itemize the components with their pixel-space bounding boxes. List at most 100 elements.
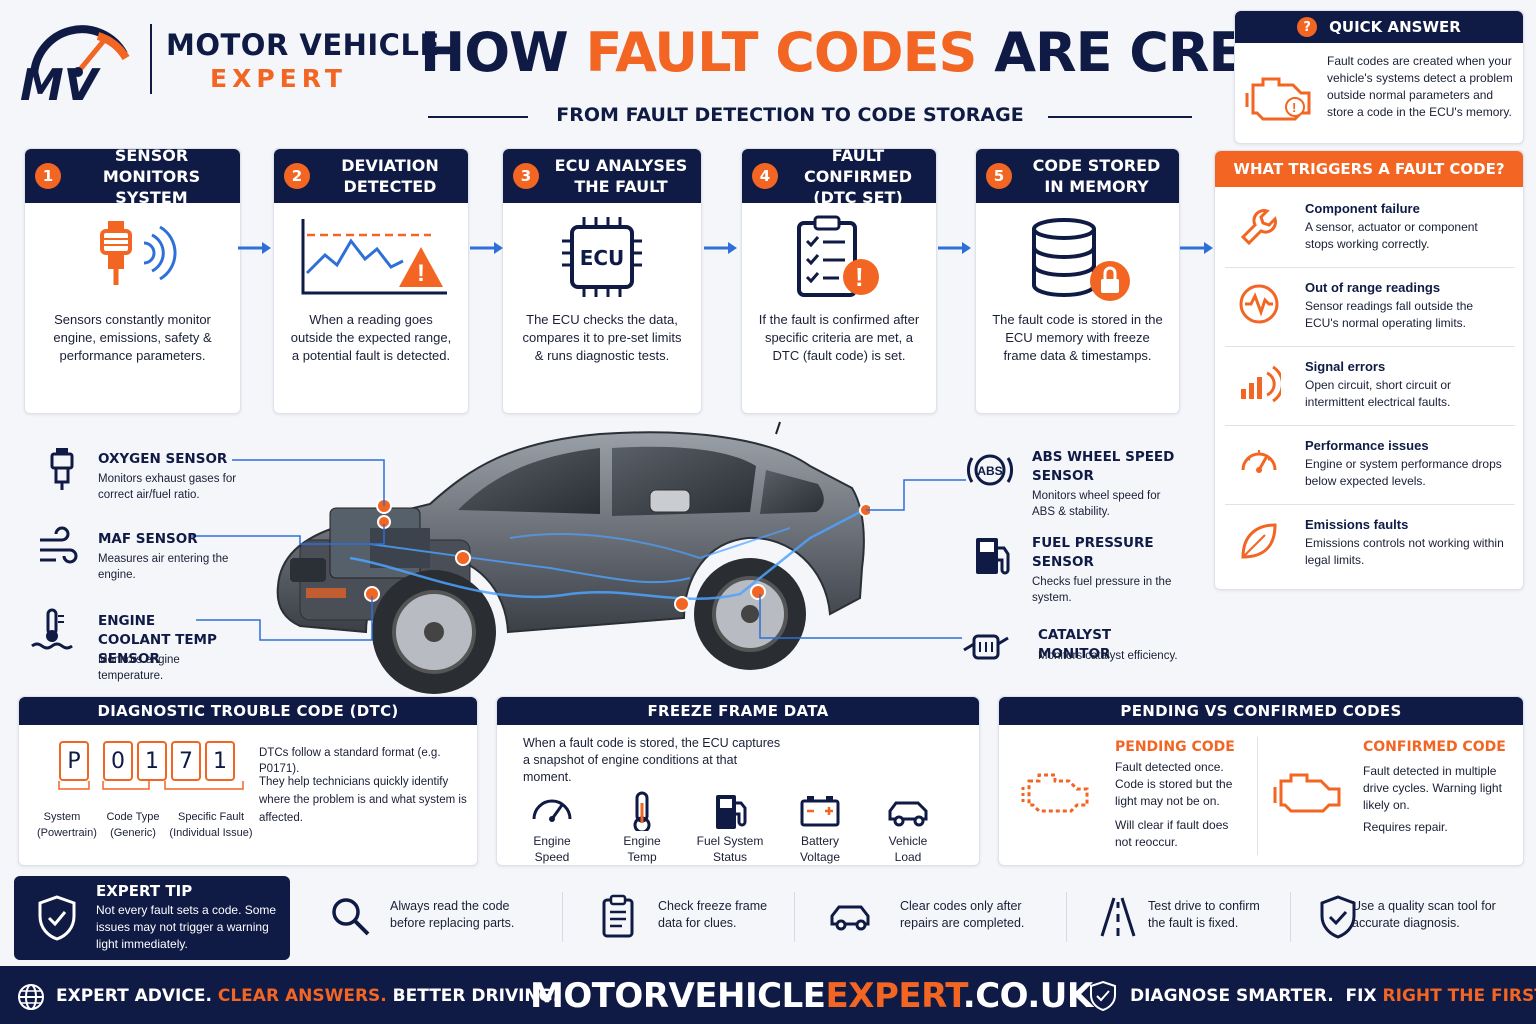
sensor-text: Checks fuel pressure in the system. [1032, 576, 1172, 604]
brand-subname: EXPERT [210, 64, 347, 93]
dtc-label-fault: Specific Fault(Individual Issue) [169, 811, 253, 839]
freeze-frame-header: FREEZE FRAME DATA [497, 697, 979, 725]
road-icon [1100, 897, 1136, 937]
page-subtitle: FROM FAULT DETECTION TO CODE STORAGE [556, 104, 1024, 126]
tip-item: Clear codes only after repairs are compl… [828, 890, 1042, 946]
logo-icon: MV [20, 25, 130, 111]
dtc-text-format: DTCs follow a standard format (e.g. P017… [259, 747, 441, 775]
globe-icon [18, 984, 44, 1010]
coolant-temp-icon [31, 608, 73, 650]
trigger-title: Out of range readings [1305, 280, 1441, 295]
car-icon [830, 905, 870, 931]
svg-text:ECU: ECU [580, 246, 625, 270]
arrow-icon [238, 242, 271, 254]
deviation-graph-icon: ! [274, 215, 468, 299]
pending-divider [1257, 737, 1258, 855]
sensor-callout-left: ENGINE COOLANT TEMP SENSOR Monitors engi… [30, 606, 270, 686]
battery-icon [800, 796, 840, 827]
quick-answer-card: ? QUICK ANSWER ! Fault codes are created… [1234, 10, 1524, 144]
tip-item: Check freeze frame data for clues. [596, 890, 790, 946]
tip-text: Use a quality scan tool for accurate dia… [1352, 899, 1496, 930]
svg-text:ABS: ABS [977, 464, 1002, 478]
dtc-label-system: System(Powertrain) [37, 811, 97, 839]
shield-check-icon [1090, 980, 1116, 1012]
trigger-title: Signal errors [1305, 359, 1386, 374]
triggers-card: WHAT TRIGGERS A FAULT CODE? Component fa… [1214, 150, 1524, 590]
dtc-char-box: 1 [137, 741, 167, 781]
title-highlight: FAULT CODES [585, 21, 977, 84]
expert-tip-text: Not every fault sets a code. Some issues… [96, 903, 277, 951]
pending-confirmed-header: PENDING VS CONFIRMED CODES [999, 697, 1523, 725]
confirmed-code-title: CONFIRMED CODE [1363, 739, 1506, 755]
trigger-divider [1225, 425, 1515, 426]
quick-answer-title: QUICK ANSWER [1329, 18, 1461, 36]
sensor-callout-right: FUEL PRESSURE SENSOR Checks fuel pressur… [970, 532, 1190, 612]
dtc-char-box: 7 [171, 741, 201, 781]
sensor-text: Monitors exhaust gases for correct air/f… [98, 473, 237, 501]
triggers-title: WHAT TRIGGERS A FAULT CODE? [1233, 160, 1505, 178]
step-header: 4 FAULT CONFIRMED (DTC SET) [742, 146, 936, 207]
fuel-icon [716, 795, 747, 829]
footer-website-link[interactable]: MOTORVEHICLEEXPERT.CO.UK [530, 976, 1093, 1016]
trigger-text: Open circuit, short circuit or intermitt… [1305, 378, 1452, 409]
step-number: 2 [284, 163, 310, 189]
engine-outline-dashed-icon [1021, 773, 1089, 813]
tip-divider [1290, 892, 1291, 942]
arrow-icon [704, 242, 737, 254]
car-cutaway-illustration [276, 421, 870, 694]
tip-divider [794, 892, 795, 942]
sensor-callout-right: ABS ABS WHEEL SPEED SENSOR Monitors whee… [966, 446, 1186, 526]
question-icon: ? [1297, 17, 1318, 37]
title-part1: HOW [420, 21, 586, 84]
arrow-icon [938, 242, 971, 254]
tip-item: Use a quality scan tool for accurate dia… [1316, 890, 1530, 946]
logo-divider [150, 24, 152, 94]
tip-item: Always read the code before replacing pa… [328, 890, 542, 946]
trigger-divider [1225, 267, 1515, 268]
step-title: ECU ANALYSES THE FAULT [554, 156, 688, 196]
confirmed-code-text: Fault detected in multiple drive cycles.… [1363, 764, 1502, 812]
page-title: HOW FAULT CODES ARE CREATED [420, 18, 1398, 88]
footer-tagline: EXPERT ADVICE. CLEAR ANSWERS. BETTER DRI… [56, 986, 560, 1006]
tip-item: Test drive to confirm the fault is fixed… [1096, 890, 1290, 946]
sensor-text: Monitors catalyst efficiency. [1038, 650, 1178, 662]
gauge-icon [1241, 450, 1277, 473]
sensor-text: Measures air entering the engine. [98, 553, 229, 581]
engine-outline-icon [1273, 773, 1341, 813]
step-title: SENSOR MONITORS SYSTEM [102, 145, 201, 207]
sensor-callout-right: CATALYST MONITOR Monitors catalyst effic… [962, 624, 1182, 704]
step-number: 4 [752, 163, 778, 189]
trigger-item: Performance issues Engine or system perf… [1215, 432, 1525, 511]
step-header: 2 DEVIATION DETECTED [274, 149, 468, 203]
dtc-bracket-lines [58, 781, 244, 790]
step-number: 1 [35, 163, 61, 189]
step-title: FAULT CONFIRMED (DTC SET) [803, 145, 913, 207]
step-title: DEVIATION DETECTED [341, 156, 439, 196]
sensor-connector-lines [190, 459, 966, 641]
subtitle-line-left [428, 116, 528, 118]
subtitle-line-right [1048, 116, 1192, 118]
fuel-pump-icon [976, 538, 1010, 575]
step-card-1: 1 SENSOR MONITORS SYSTEM Sensors constant… [24, 145, 241, 414]
pending-code-clear-text: Will clear if fault does not reoccur. [1115, 818, 1229, 849]
freeze-frame-title: FREEZE FRAME DATA [647, 702, 829, 720]
oxygen-sensor-icon [50, 448, 74, 490]
step-text: Sensors constantly monitor engine, emiss… [53, 312, 212, 363]
trigger-text: Engine or system performance drops below… [1305, 457, 1502, 488]
ecu-chip-icon: ECU [503, 215, 701, 299]
svg-text:!: ! [417, 260, 425, 287]
trigger-text: A sensor, actuator or component stops wo… [1305, 220, 1478, 251]
signal-bars-icon [1241, 365, 1281, 403]
sensor-title: CATALYST MONITOR [1038, 627, 1112, 662]
